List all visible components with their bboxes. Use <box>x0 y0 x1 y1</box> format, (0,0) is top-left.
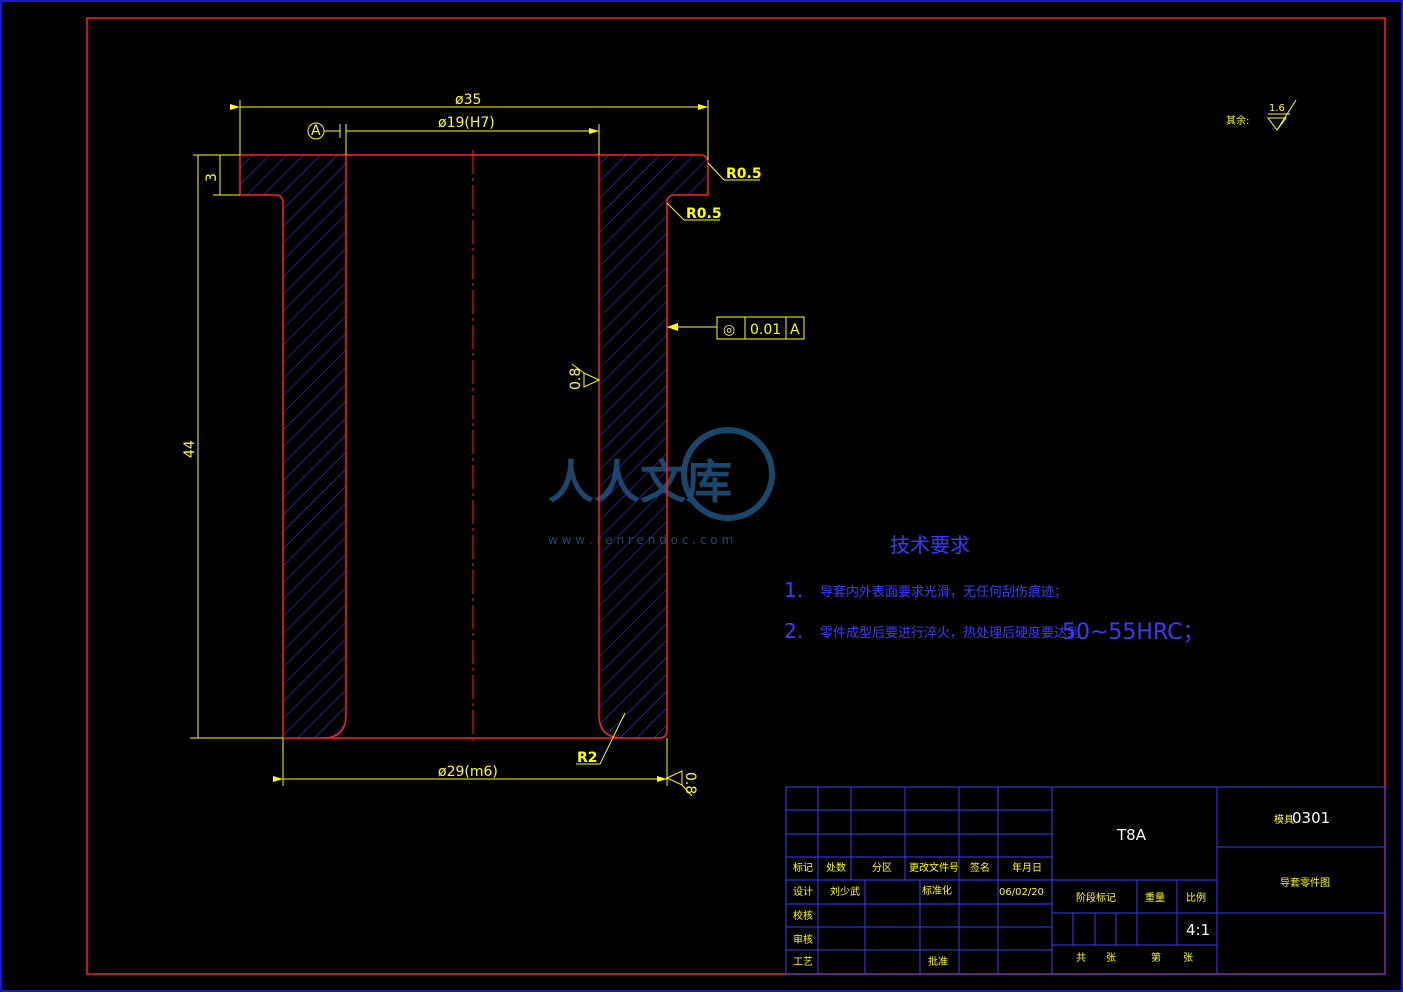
radius-top-inner-note: R0.5 <box>666 202 722 222</box>
scale-value: 4:1 <box>1186 921 1210 939</box>
svg-text:校核: 校核 <box>793 909 813 922</box>
dim-inner-diameter: ø19(H7) A <box>307 115 600 155</box>
svg-text:A: A <box>790 322 800 338</box>
svg-text:A: A <box>311 123 321 139</box>
drawing-code: 0301 <box>1292 809 1330 827</box>
material: T8A <box>1116 826 1147 844</box>
svg-text:零件成型后要进行淬火，热处理后硬度要达到: 零件成型后要进行淬火，热处理后硬度要达到 <box>820 625 1080 641</box>
svg-text:2.: 2. <box>784 619 803 643</box>
svg-text:设计: 设计 <box>793 885 813 898</box>
svg-text:其余:: 其余: <box>1226 114 1249 127</box>
svg-text:重量: 重量 <box>1145 891 1165 904</box>
roughness-icon <box>583 372 601 388</box>
svg-text:年月日: 年月日 <box>1012 861 1042 874</box>
dim-outer-diameter: ø35 <box>230 92 709 160</box>
svg-text:ø35: ø35 <box>455 92 481 108</box>
dim-bottom-diameter: ø29(m6) <box>273 738 668 786</box>
svg-text:1.6: 1.6 <box>1269 103 1285 114</box>
svg-text:标准化: 标准化 <box>922 884 952 897</box>
section-left-wall <box>239 154 347 739</box>
svg-text:张: 张 <box>1183 952 1193 964</box>
svg-text:ø19(H7): ø19(H7) <box>438 115 495 131</box>
drawing-frame <box>86 17 1386 975</box>
title-block-text: 标记 处数 分区 更改文件号 签名 年月日 设计 刘少武 标准化 06/02/2… <box>793 809 1330 968</box>
svg-text:模具: 模具 <box>1274 814 1294 826</box>
svg-text:50~55HRC；: 50~55HRC； <box>1062 620 1205 645</box>
svg-text:批准: 批准 <box>928 955 948 968</box>
dim-flange-thickness: 3 <box>193 154 240 196</box>
watermark-logo-icon <box>681 427 775 521</box>
svg-text:标记: 标记 <box>793 862 813 874</box>
svg-text:阶段标记: 阶段标记 <box>1076 891 1116 904</box>
svg-text:工艺: 工艺 <box>793 956 813 968</box>
svg-text:比例: 比例 <box>1186 891 1206 904</box>
tolerance-frame: ◎ 0.01 A <box>667 316 805 340</box>
svg-text:第: 第 <box>1151 951 1161 964</box>
svg-text:3: 3 <box>204 173 220 182</box>
radius-bottom-note: R2 <box>576 712 626 766</box>
svg-text:R2: R2 <box>577 750 598 766</box>
svg-text:44: 44 <box>182 440 198 458</box>
svg-text:ø29(m6): ø29(m6) <box>438 764 498 780</box>
svg-text:1.: 1. <box>784 578 803 602</box>
tech-req-title: 技术要求 <box>890 533 970 557</box>
roughness-inner: 0.8 <box>568 363 601 390</box>
concentricity-icon: ◎ <box>723 322 735 338</box>
dim-length: 44 <box>182 155 283 739</box>
svg-text:更改文件号: 更改文件号 <box>909 861 959 874</box>
svg-text:导套内外表面要求光滑，无任何刮伤痕迹；: 导套内外表面要求光滑，无任何刮伤痕迹； <box>820 584 1067 600</box>
drawing-name: 导套零件图 <box>1280 876 1330 889</box>
radius-top-outer-note: R0.5 <box>707 162 762 182</box>
roughness-icon <box>665 770 683 786</box>
drawing-date: 06/02/20 <box>999 887 1044 898</box>
designer-name: 刘少武 <box>830 885 860 898</box>
technical-requirements: 技术要求 1. 导套内外表面要求光滑，无任何刮伤痕迹； 2. 零件成型后要进行淬… <box>784 533 1205 645</box>
svg-text:共: 共 <box>1076 952 1086 964</box>
roughness-icon <box>1267 117 1287 131</box>
svg-text:签名: 签名 <box>970 861 990 874</box>
svg-text:分区: 分区 <box>872 862 892 874</box>
svg-text:0.01: 0.01 <box>750 322 781 338</box>
general-roughness: 其余: 1.6 <box>1226 99 1297 131</box>
svg-text:0.8: 0.8 <box>568 368 584 390</box>
svg-text:处数: 处数 <box>826 861 846 874</box>
svg-text:R0.5: R0.5 <box>686 206 722 222</box>
svg-text:0.8: 0.8 <box>682 772 698 794</box>
svg-text:张: 张 <box>1106 952 1116 964</box>
title-block <box>785 786 1386 975</box>
svg-text:审核: 审核 <box>793 933 813 946</box>
roughness-outer: 0.8 <box>665 770 698 797</box>
svg-text:R0.5: R0.5 <box>726 166 762 182</box>
